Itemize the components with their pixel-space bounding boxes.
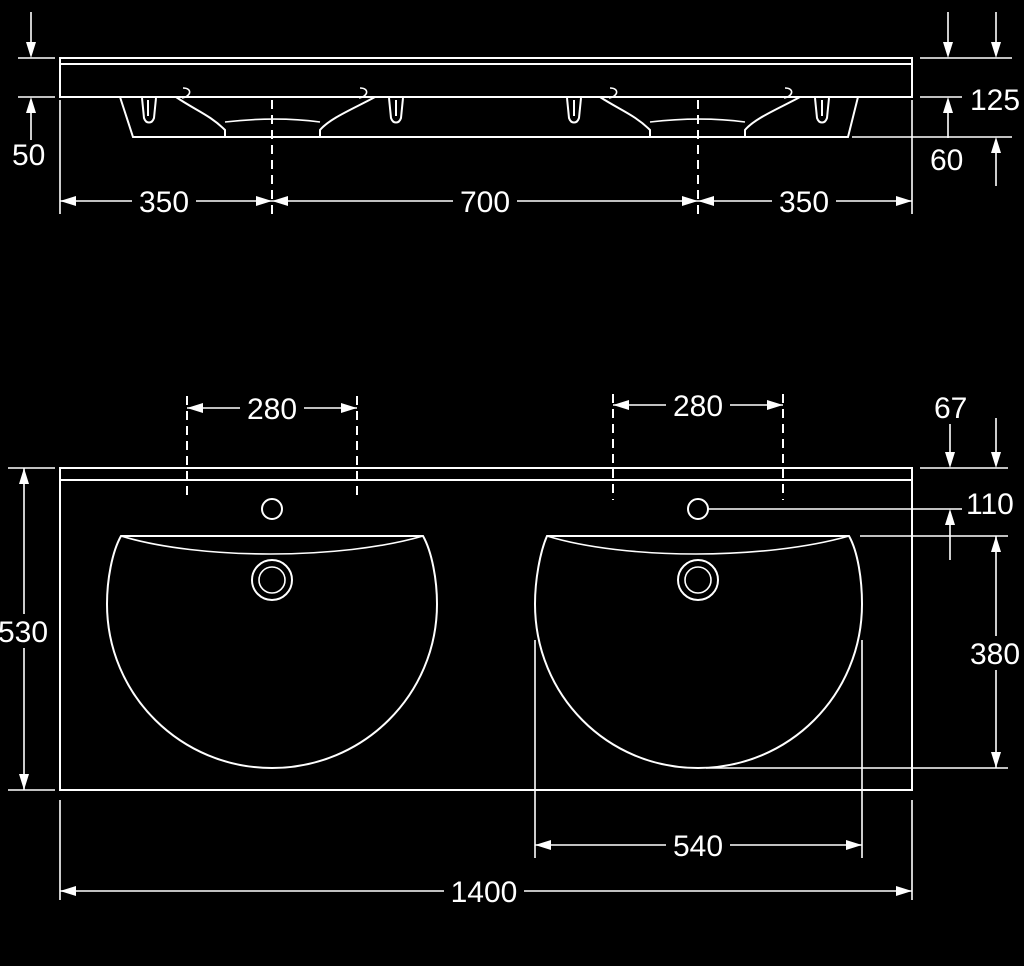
countertop-slab (59, 57, 913, 98)
dimension-total-width: 1400 (60, 874, 912, 909)
bowl-depth-label: 60 (930, 144, 963, 177)
side-view (18, 57, 1012, 214)
dimension-front-drop: 50 (12, 12, 45, 172)
dimension-tap-spacing-left: 280 (187, 392, 357, 426)
right-bowl-profile (599, 96, 801, 137)
dimension-tap-hole-offset: 110 (945, 488, 1024, 560)
tap-spacing-left-label: 280 (247, 393, 297, 426)
left-bowl (105, 535, 439, 770)
left-bowl-profile (175, 96, 376, 137)
total-height-label: 125 (970, 84, 1020, 117)
right-tap-hole (687, 498, 709, 520)
dimension-tap-spacing-right: 280 (613, 389, 783, 423)
edge-left-label: 350 (139, 186, 189, 219)
front-drop-label: 50 (12, 139, 45, 172)
countertop-plan (59, 467, 913, 791)
bowl-length-label: 380 (970, 638, 1020, 671)
tap-spacing-right-label: 280 (673, 390, 723, 423)
basin-underside (119, 96, 859, 138)
dimension-total-height: 125 (943, 12, 1020, 138)
center-distance-label: 700 (460, 186, 510, 219)
dimension-horizontal-top: 350 700 350 (60, 184, 912, 219)
dimension-depth: 530 (0, 468, 50, 790)
tap-hole-offset-label: 110 (966, 488, 1014, 521)
dimension-bowl-width: 540 (535, 828, 862, 863)
back-offset-label: 67 (934, 392, 967, 425)
total-width-label: 1400 (451, 876, 518, 909)
right-bowl (533, 535, 864, 770)
dimension-bowl-length: 380 (966, 536, 1024, 768)
edge-right-label: 350 (779, 186, 829, 219)
dimension-back-offset: 67 (934, 392, 1001, 468)
plan-view (8, 394, 1008, 900)
right-drain (677, 559, 719, 601)
dimension-bowl-depth: 60 (930, 12, 1001, 186)
left-tap-hole (261, 498, 283, 520)
depth-label: 530 (0, 616, 48, 649)
bowl-width-label: 540 (673, 830, 723, 863)
left-drain (251, 559, 293, 601)
